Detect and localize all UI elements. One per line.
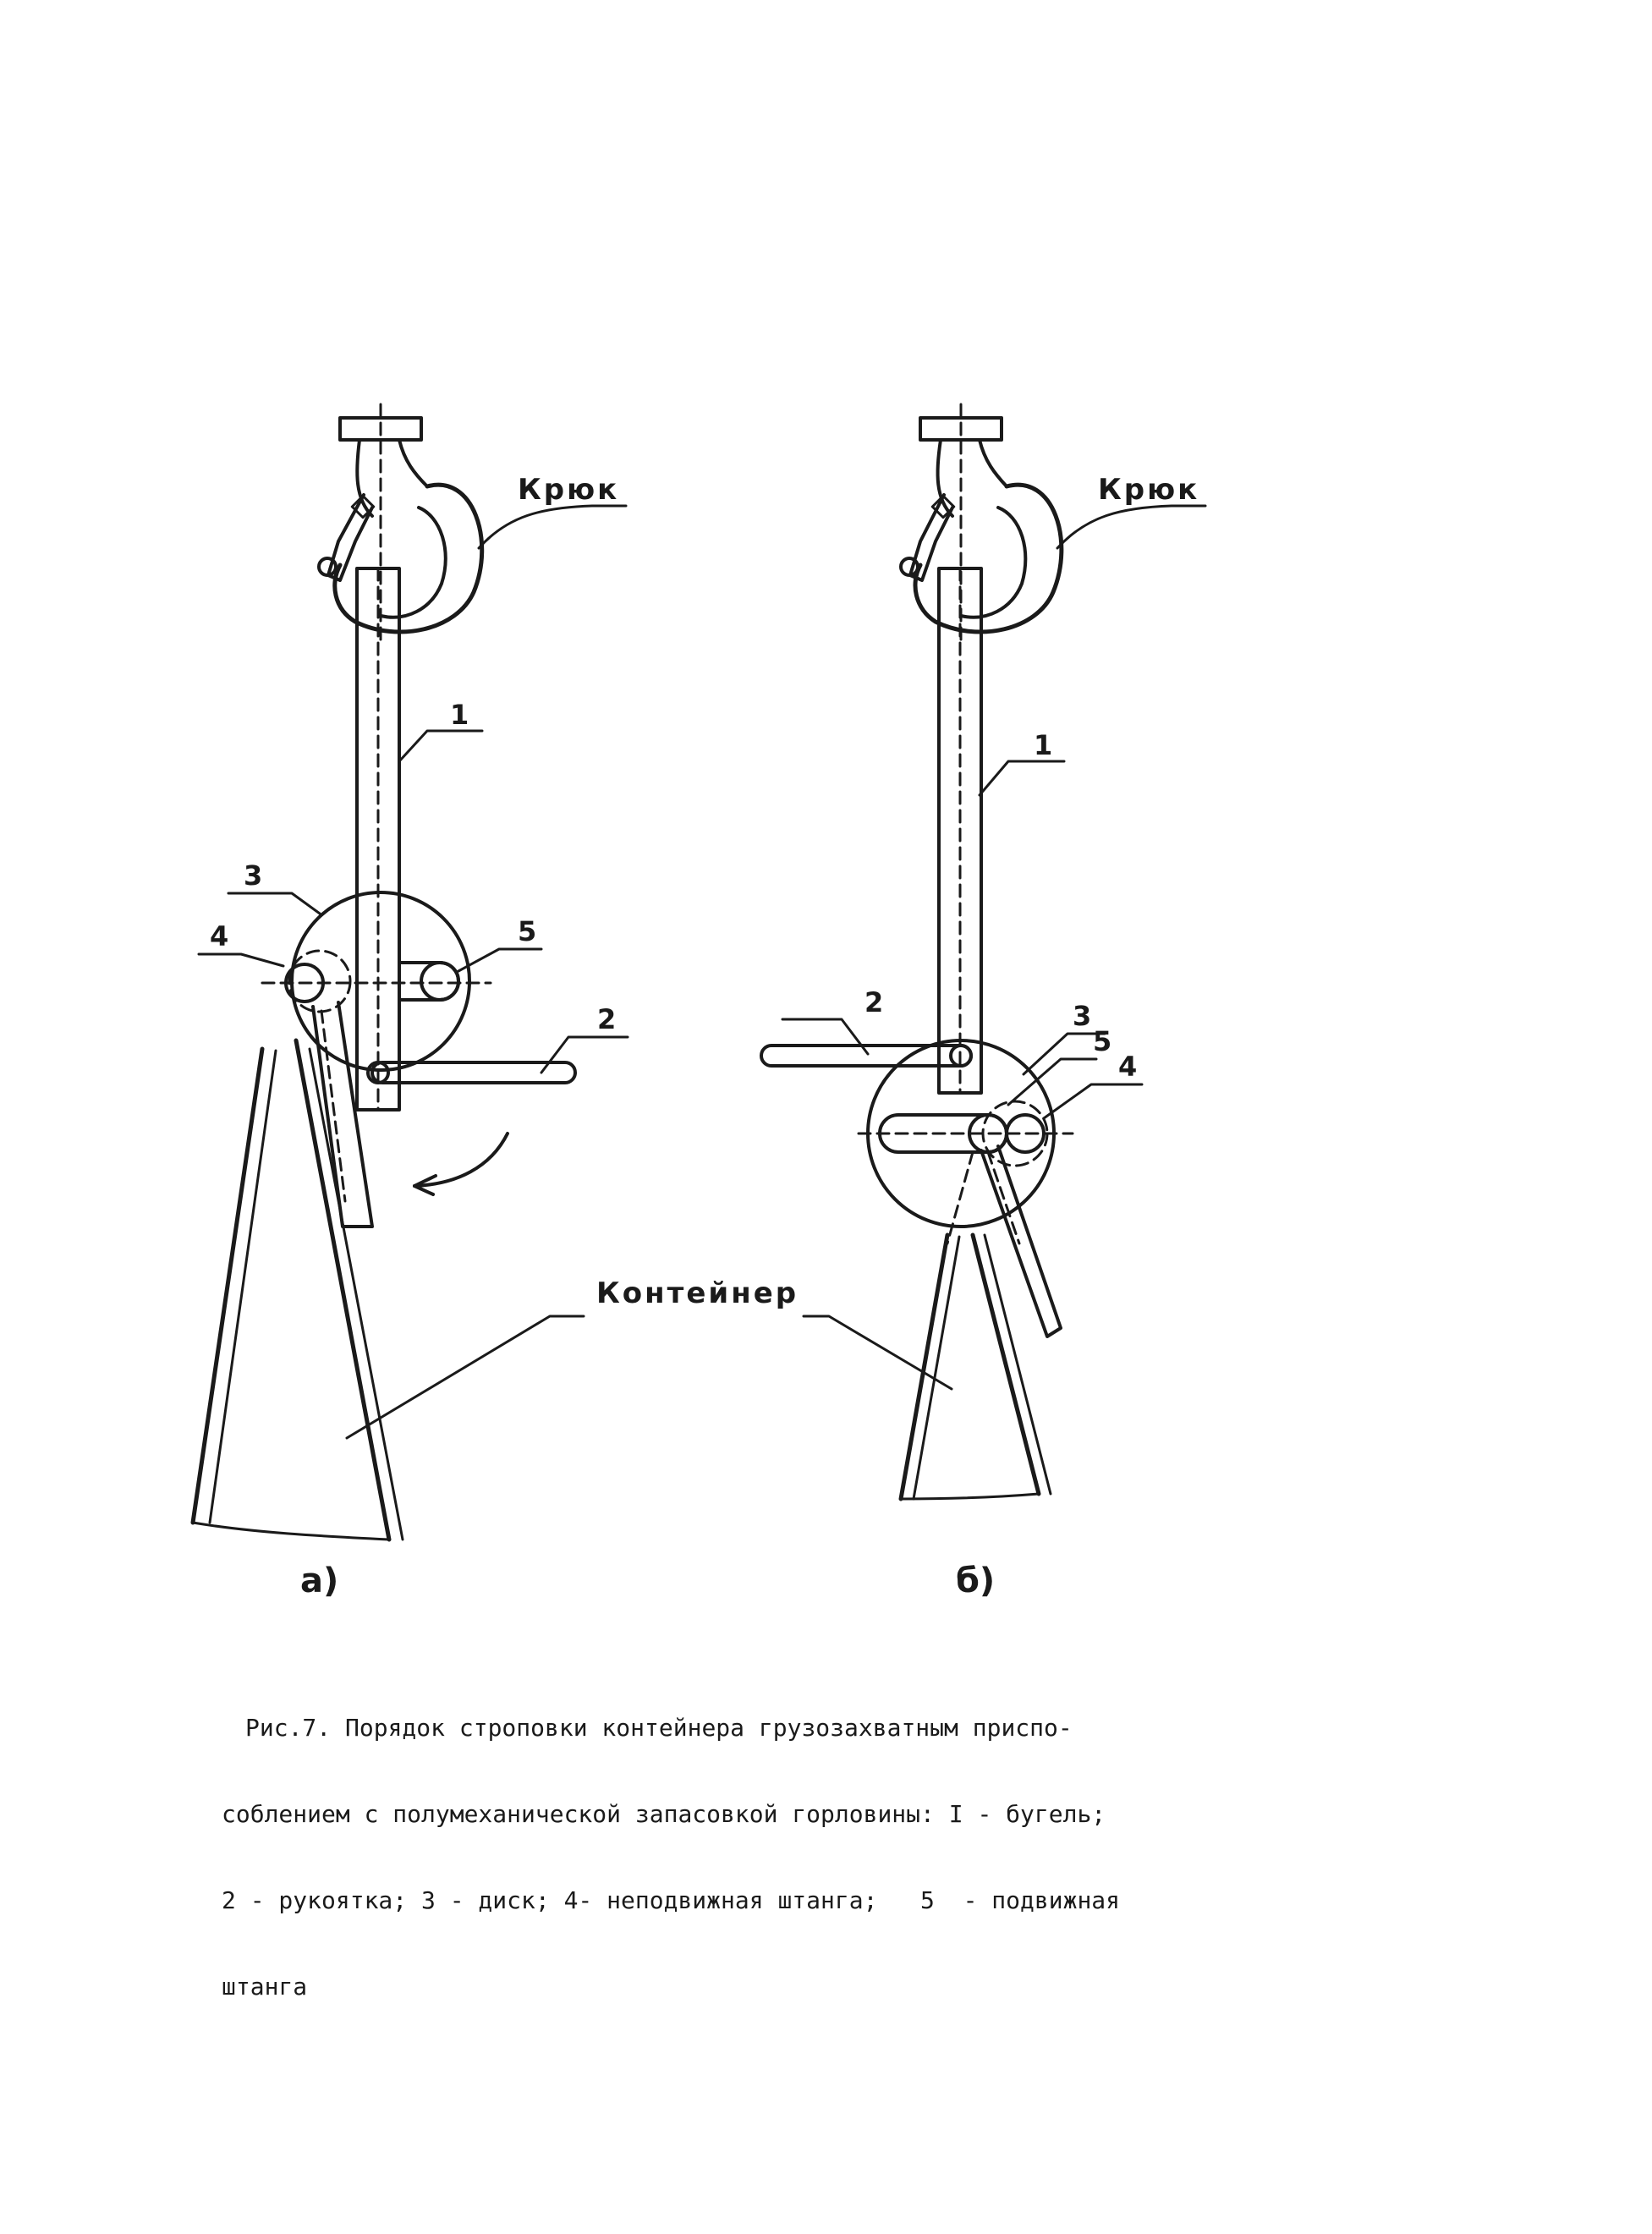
container-a bbox=[190, 1038, 404, 1542]
movable-rod-number-b: 5 bbox=[1093, 1025, 1111, 1057]
panel-a-label: а) bbox=[300, 1562, 338, 1600]
movable-rod-number-a: 5 bbox=[518, 915, 536, 947]
hook-b bbox=[899, 438, 1064, 634]
leader-lines-a bbox=[197, 504, 629, 1074]
handle-number-a: 2 bbox=[597, 1003, 616, 1035]
handle-a bbox=[366, 1061, 577, 1084]
caption-line-3: 2 - рукоятка; 3 - диск; 4- неподвижная ш… bbox=[222, 1886, 1121, 1914]
caption-line-1: Рис.7. Порядок строповки контейнера груз… bbox=[245, 1714, 1073, 1742]
fixed-rod-number-a: 4 bbox=[210, 920, 228, 952]
rotation-arrow-a bbox=[413, 1132, 509, 1196]
hook-label-b: Крюк bbox=[1098, 473, 1199, 507]
leader-lines-b bbox=[781, 504, 1207, 1120]
sling-strap-b bbox=[946, 1144, 1062, 1338]
panel-a: Крюк 1 3 4 5 2 а) bbox=[190, 403, 629, 1600]
crane-block-a bbox=[338, 403, 423, 645]
figure-caption: Рис.7. Порядок строповки контейнера груз… bbox=[222, 1656, 1203, 2030]
handle-number-b: 2 bbox=[864, 986, 883, 1018]
caption-line-2: соблением с полумеханической запасовкой … bbox=[222, 1800, 1106, 1828]
container-label: Контейнер bbox=[596, 1276, 799, 1310]
bugel-b bbox=[937, 567, 983, 1095]
movable-rod-a bbox=[261, 961, 492, 1002]
container-b bbox=[898, 1232, 1052, 1501]
panel-b-label: б) bbox=[956, 1562, 995, 1600]
disk-a bbox=[290, 891, 471, 1072]
fixed-rod-number-b: 4 bbox=[1118, 1051, 1137, 1083]
hook-a bbox=[317, 438, 485, 634]
fixed-rod-b bbox=[981, 1100, 1049, 1167]
sling-strap-a bbox=[311, 1001, 374, 1228]
disk-number-b: 3 bbox=[1073, 1000, 1091, 1032]
container-callout: Контейнер bbox=[345, 1276, 953, 1440]
handle-b bbox=[760, 1044, 973, 1068]
bugel-number-a: 1 bbox=[450, 699, 469, 731]
disk-number-a: 3 bbox=[244, 859, 262, 892]
bugel-a bbox=[355, 567, 401, 1112]
bugel-number-b: 1 bbox=[1034, 729, 1052, 761]
caption-line-4: штанга bbox=[222, 1973, 308, 2001]
crane-block-b bbox=[919, 403, 1003, 645]
panel-b: Крюк 1 2 3 5 4 б) bbox=[760, 403, 1207, 1600]
hook-label-a: Крюк bbox=[518, 473, 619, 507]
